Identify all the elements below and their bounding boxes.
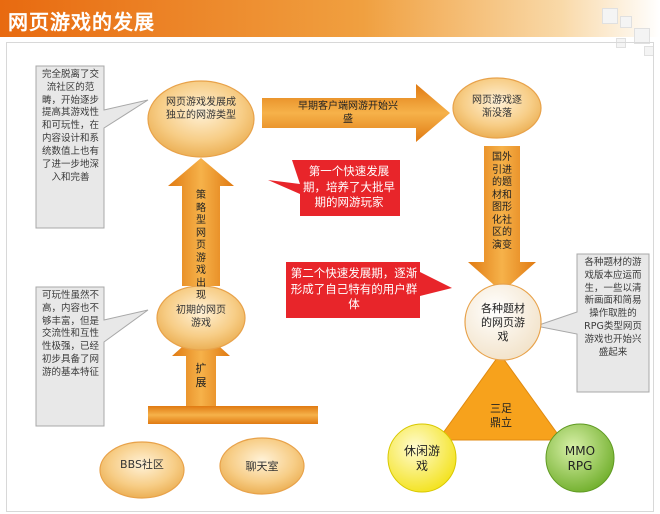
cloud-early: [156, 285, 246, 351]
note-top-left: [35, 65, 149, 229]
chat-label: 聊天室: [245, 460, 279, 473]
note-right: [534, 253, 650, 393]
callout-second: [286, 262, 452, 318]
cloud-decline: [452, 77, 542, 139]
tripod-triangle: [437, 353, 563, 441]
foreign-arrow: [468, 146, 536, 292]
expand-arrow: [172, 330, 230, 406]
strategy-arrow: [168, 158, 234, 286]
client-rise-arrow: [262, 84, 450, 142]
circle-various: [464, 283, 542, 361]
content-frame: [6, 42, 654, 512]
early-label: 初期的网页游戏: [176, 305, 226, 329]
deco-square: [634, 28, 650, 44]
callout-second-text: 第二个快速发展期，逐渐形成了自己特有的用户群体: [290, 266, 418, 312]
cloud-chat: [219, 437, 305, 495]
client-rise-label: 早期客户端网游开始兴盛: [298, 101, 398, 125]
foreign-label: 国外引进的题材和图形化社区的演变: [492, 152, 512, 251]
cloud-bbs: [99, 441, 185, 499]
note-right-text: 各种题材的游戏版本应运而生，一些以清新画面和简易操作取胜的RPG类型网页游戏也开…: [584, 257, 642, 358]
casual-label: 休闲游戏: [403, 444, 440, 473]
various-label: 各种题材的网页游戏: [481, 302, 525, 343]
deco-square: [602, 8, 618, 24]
page-title: 网页游戏的发展: [8, 10, 155, 34]
circle-mmorpg: [545, 423, 615, 493]
note-bottom-left: [35, 286, 149, 427]
circle-casual: [387, 423, 457, 493]
mmorpg-label: MMO RPG: [564, 444, 596, 473]
decline-label: 网页游戏逐渐没落: [472, 95, 522, 119]
bbs-label: BBS社区: [120, 458, 164, 471]
note-bottom-left-text: 可玩性虽然不高，内容也不够丰富，但是交流性和互性性极强，已经初步具备了网游的基本…: [41, 290, 99, 378]
expand-base-bar: [148, 406, 318, 424]
note-top-left-text: 完全脱离了交流社区的范畴，开始逐步提高其游戏性和可玩性，在内容设计和系统数值上也…: [41, 69, 99, 183]
deco-square: [620, 16, 632, 28]
title-bar: 网页游戏的发展: [0, 0, 660, 37]
tripod-label: 三足鼎立: [490, 402, 512, 429]
cloud-independent: [147, 80, 255, 158]
callout-first-text: 第一个快速发展期，培养了大批早期的网游玩家: [303, 164, 395, 210]
strategy-label: 策略型网页游戏出现: [196, 190, 206, 301]
independent-label: 网页游戏发展成独立的网游类型: [166, 97, 236, 121]
callout-first: [268, 160, 400, 216]
deco-square: [616, 38, 626, 48]
expand-label: 扩展: [195, 362, 207, 389]
